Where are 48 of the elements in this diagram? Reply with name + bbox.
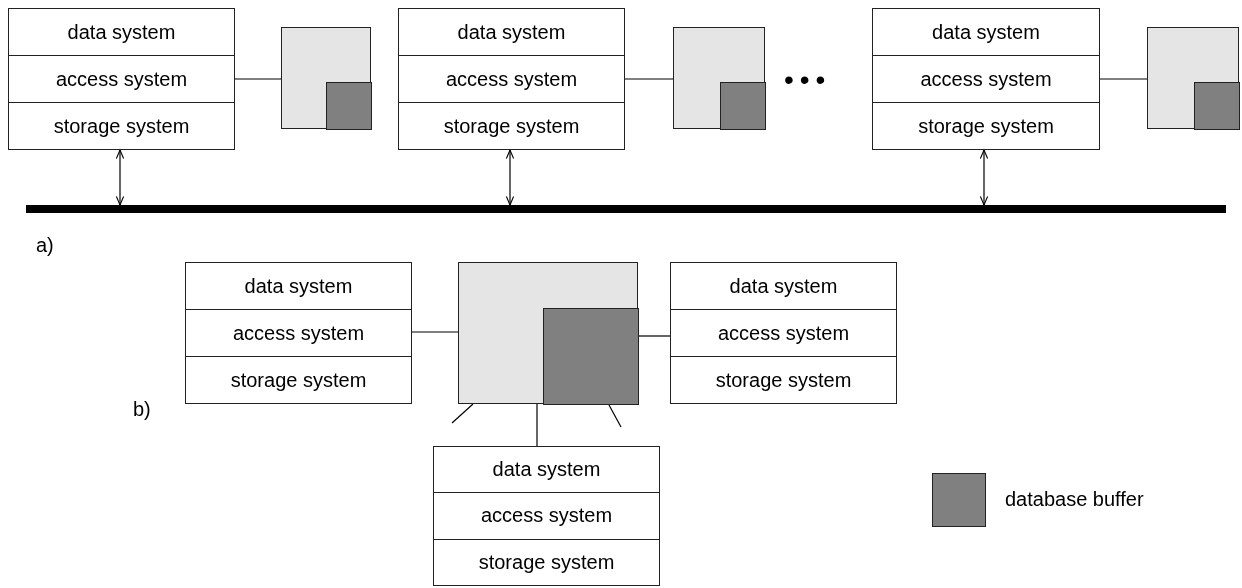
layer-label: data system (457, 20, 566, 44)
database-buffer-box (543, 308, 639, 405)
layer-label: storage system (715, 368, 852, 392)
system-layer-stack (8, 8, 235, 150)
layer-label: data system (492, 458, 601, 482)
layer-label: data system (244, 274, 353, 298)
layer-label: access system (232, 321, 365, 345)
layer-label: access system (717, 321, 850, 345)
connector-line (234, 78, 282, 80)
buffer-box (673, 27, 765, 129)
system-layer-stack (872, 8, 1100, 150)
legend-label: database buffer (1005, 488, 1144, 511)
connector-line (451, 403, 474, 424)
connector-line (638, 335, 671, 337)
layer-label: storage system (478, 550, 615, 574)
double-arrow (505, 149, 515, 206)
connector-line (624, 78, 674, 80)
database-buffer-box (720, 82, 766, 130)
buffer-box (1147, 27, 1239, 129)
layer-label: access system (480, 504, 613, 528)
buffer-box (458, 262, 638, 404)
system-layer-stack (433, 446, 660, 586)
double-arrow (115, 149, 125, 206)
system-layer-stack (185, 262, 412, 404)
bus-bar (26, 205, 1226, 213)
buffer-box (281, 27, 371, 129)
connector-line (608, 404, 622, 428)
layer-label: access system (55, 67, 188, 91)
database-buffer-box (326, 82, 372, 130)
layer-label: storage system (918, 114, 1054, 138)
connector-line (1099, 78, 1148, 80)
layer-label: data system (67, 20, 176, 44)
double-arrow (979, 149, 989, 206)
ellipsis: ••• (784, 64, 832, 96)
connector-line (536, 403, 538, 447)
layer-label: access system (445, 67, 578, 91)
panel-label: a) (36, 234, 54, 257)
layer-label: access system (920, 67, 1052, 91)
layer-label: storage system (230, 368, 367, 392)
database-buffer-box (1194, 82, 1240, 130)
layer-label: data system (729, 274, 838, 298)
connector-line (411, 331, 459, 333)
layer-label: storage system (53, 114, 190, 138)
system-layer-stack (398, 8, 625, 150)
layer-label: data system (932, 20, 1040, 44)
system-layer-stack (670, 262, 897, 404)
panel-label: b) (133, 398, 151, 421)
layer-label: storage system (443, 114, 580, 138)
